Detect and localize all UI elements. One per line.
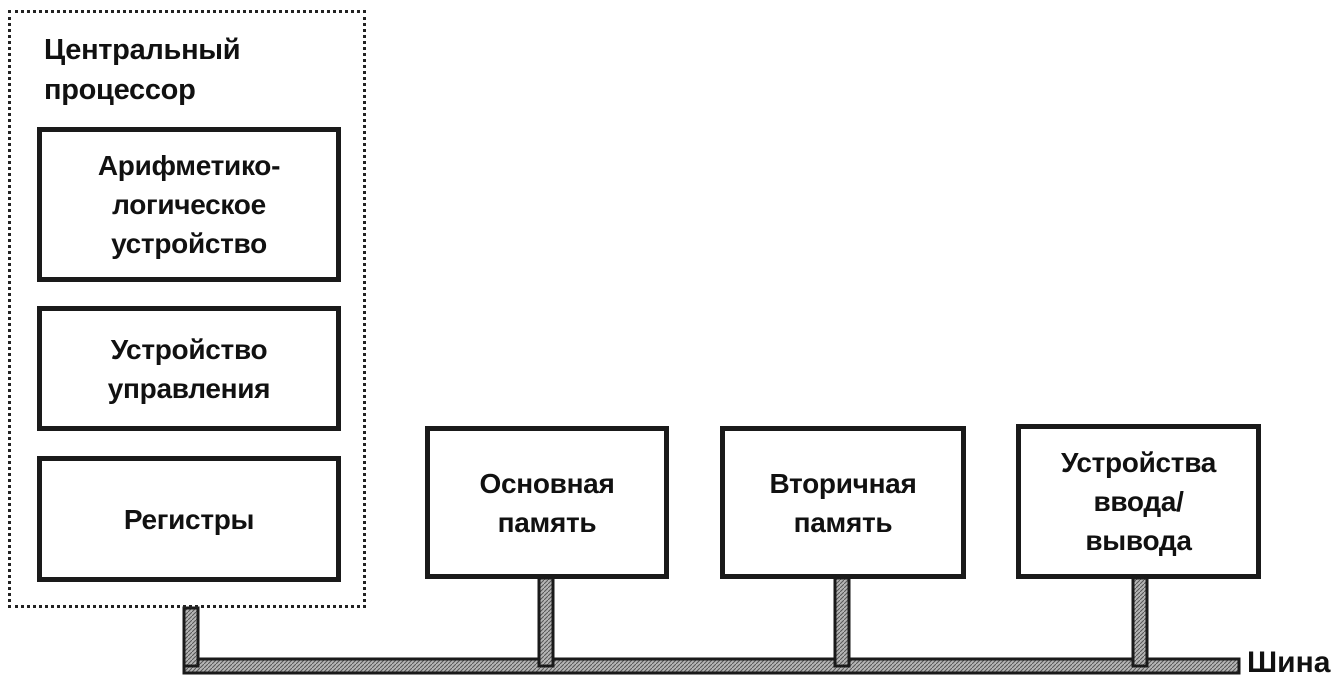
cpu-title: Центральный процессор bbox=[44, 34, 241, 106]
io-devices-label: Устройства ввода/ вывода bbox=[1060, 447, 1217, 556]
secondary-memory-box: Вторичная память bbox=[720, 426, 966, 579]
alu-box: Арифметико- логическое устройство bbox=[37, 127, 341, 282]
alu-label: Арифметико- логическое устройство bbox=[97, 150, 281, 259]
system-bus bbox=[182, 657, 1241, 675]
registers-box: Регистры bbox=[37, 456, 341, 582]
bus-label: Шина bbox=[1247, 646, 1331, 679]
main-memory-box: Основная память bbox=[425, 426, 669, 579]
main-memory-label: Основная память bbox=[479, 467, 615, 538]
registers-label: Регистры bbox=[123, 503, 255, 535]
io-devices-box: Устройства ввода/ вывода bbox=[1016, 424, 1261, 579]
io-bus-connector bbox=[1131, 576, 1149, 668]
secondary-memory-bus-connector bbox=[833, 576, 851, 668]
control-unit-box: Устройство управления bbox=[37, 306, 341, 431]
cpu-frame bbox=[8, 10, 366, 608]
cpu-bus-connector bbox=[182, 606, 200, 668]
control-unit-label: Устройство управления bbox=[107, 333, 271, 404]
main-memory-bus-connector bbox=[537, 576, 555, 668]
secondary-memory-label: Вторичная память bbox=[769, 467, 917, 538]
